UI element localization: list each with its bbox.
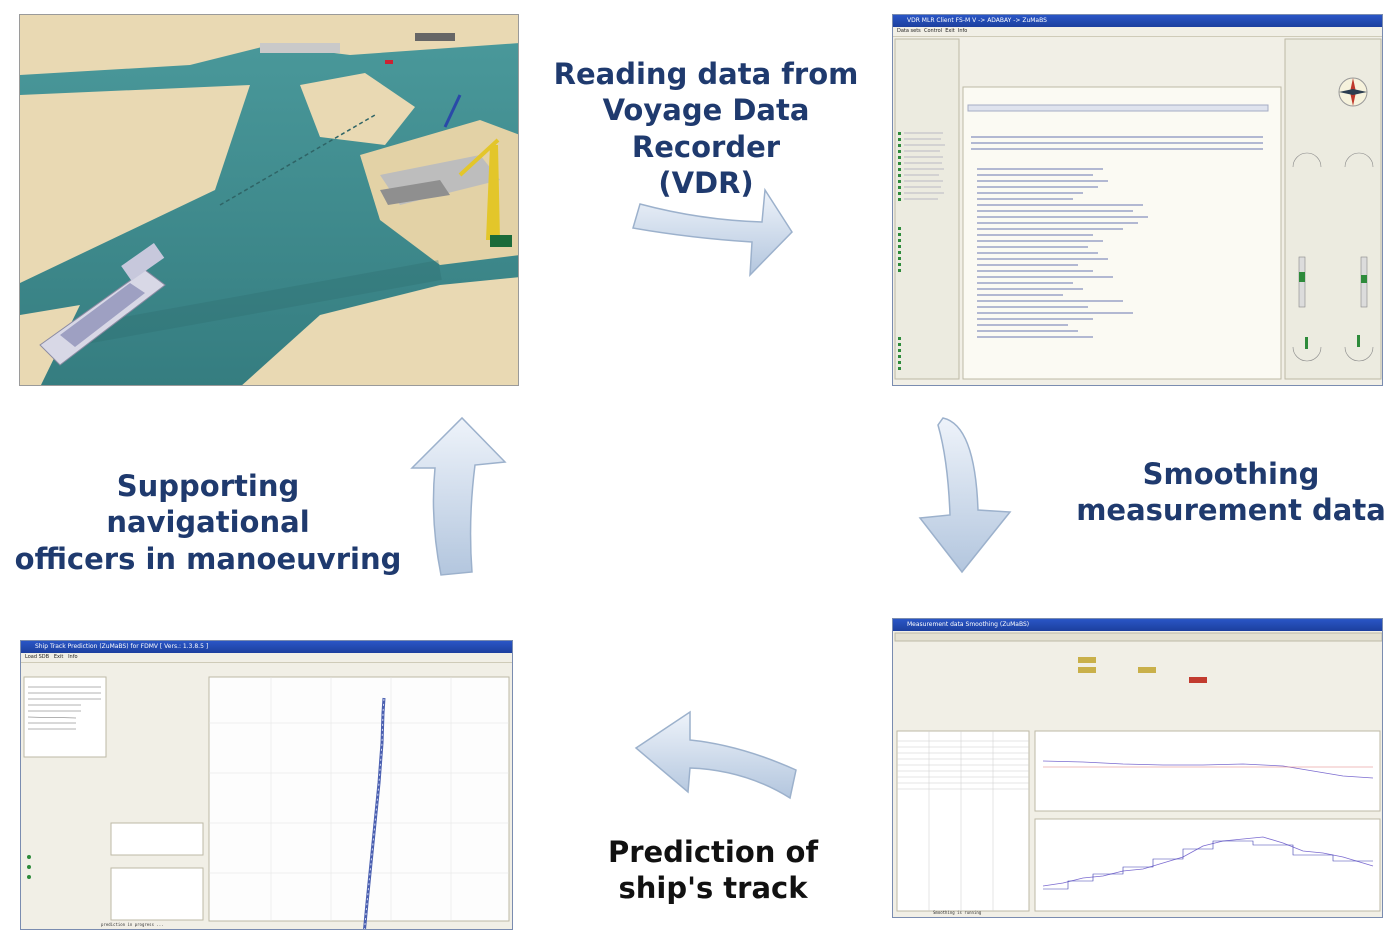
label-line: Smoothing <box>1142 457 1320 491</box>
prediction-menu-item[interactable]: Exit <box>53 654 64 660</box>
building-top-right <box>415 33 455 41</box>
prediction-menu-item[interactable]: Load SDB <box>25 654 50 660</box>
vdr-menu-item[interactable]: Exit <box>945 28 955 34</box>
yard-roof <box>380 180 450 205</box>
island <box>300 73 415 145</box>
ship-deck <box>60 283 145 347</box>
land-left <box>20 85 250 283</box>
vdr-menu-item[interactable]: Data sets <box>897 28 921 34</box>
prediction-window: Ship Track Prediction (ZuMaBS) for FDMV … <box>20 640 513 930</box>
building-top <box>260 43 340 53</box>
prediction-body-svg <box>23 676 510 929</box>
boat-marker <box>385 60 393 64</box>
smoothing-window: Measurement data Smoothing (ZuMaBS) Smoo… <box>892 618 1383 918</box>
arrow-up-icon <box>410 416 507 576</box>
arrow-right-icon <box>632 187 793 277</box>
vdr-left-panel <box>894 38 960 380</box>
label-prediction: Prediction of ship's track <box>592 834 834 907</box>
vdr-title-bar: VDR MLR Client FS-M V -> ADABAY -> ZuMaB… <box>893 15 1382 27</box>
vdr-time-slider[interactable] <box>967 104 1269 112</box>
label-line: ship's track <box>618 871 808 906</box>
vdr-body-svg <box>894 38 1382 380</box>
vdr-menu-bar: Data sets Control Exit Info <box>893 27 1382 37</box>
harbour-3d-view <box>19 14 519 386</box>
track-plot-area <box>208 676 510 922</box>
prediction-option-list[interactable] <box>110 822 204 856</box>
smoothing-data-table <box>896 730 1030 912</box>
label-line: Voyage Data Recorder <box>602 93 810 164</box>
label-line: Prediction of <box>607 835 819 869</box>
prediction-menu-item[interactable]: Info <box>68 654 78 660</box>
vdr-nmea-lines <box>971 136 1263 338</box>
prediction-status: prediction in progress ... <box>101 922 164 927</box>
track-line <box>219 114 376 206</box>
vdr-menu-item[interactable]: Info <box>957 28 968 34</box>
yellow-crane <box>486 145 500 240</box>
smoothing-body-svg <box>894 632 1382 912</box>
arrow-left-icon <box>634 710 797 800</box>
harbour-scene-svg <box>20 15 518 385</box>
label-smoothing: Smoothing measurement data <box>1072 456 1390 529</box>
smoothing-table-rows <box>897 731 1029 911</box>
crane-base <box>490 235 512 247</box>
label-line: Supporting navigational <box>106 469 310 540</box>
crane-boom <box>458 138 500 177</box>
smoothing-tab-strip[interactable] <box>894 632 1382 642</box>
label-line: (VDR) <box>658 165 754 200</box>
smoothing-status: Smoothing is running <box>933 910 982 915</box>
label-supporting: Supporting navigational officers in mano… <box>14 468 402 577</box>
label-line: officers in manoeuvring <box>14 541 402 576</box>
ship-info-lines <box>27 686 101 730</box>
label-line: Reading data from <box>553 57 859 91</box>
vdr-left-text-lines <box>904 132 945 200</box>
ship-shadow <box>78 260 442 345</box>
prediction-title-bar: Ship Track Prediction (ZuMaBS) for FDMV … <box>21 641 512 653</box>
label-reading-vdr: Reading data from Voyage Data Recorder (… <box>532 56 880 201</box>
track-plot-grid <box>209 677 509 921</box>
vdr-gauge-indicators <box>1299 272 1367 349</box>
vdr-data-panel <box>962 86 1282 380</box>
prediction-status-leds <box>27 855 31 879</box>
smoothing-quality-bars <box>1078 657 1207 683</box>
vdr-menu-item[interactable]: Control <box>923 28 943 34</box>
smoothing-upper-series <box>1042 760 1374 779</box>
vdr-window: VDR MLR Client FS-M V -> ADABAY -> ZuMaB… <box>892 14 1383 386</box>
arrow-down-icon <box>918 417 1012 574</box>
ship-superstructure <box>121 243 165 281</box>
prediction-log-box <box>110 867 204 921</box>
smoothing-title-bar: Measurement data Smoothing (ZuMaBS) <box>893 619 1382 631</box>
vdr-status-leds <box>898 132 901 370</box>
compass-rose-icon <box>1338 77 1368 107</box>
land-bottom <box>242 277 518 385</box>
smoothing-lower-plot <box>1034 818 1381 912</box>
label-line: measurement data <box>1076 493 1386 528</box>
prediction-menu-bar: Load SDB Exit Info <box>21 653 512 663</box>
blue-crane <box>443 94 462 128</box>
predicted-ship-track <box>363 697 386 929</box>
smoothing-lower-raw <box>1043 840 1373 890</box>
smoothing-upper-plot <box>1034 730 1381 812</box>
